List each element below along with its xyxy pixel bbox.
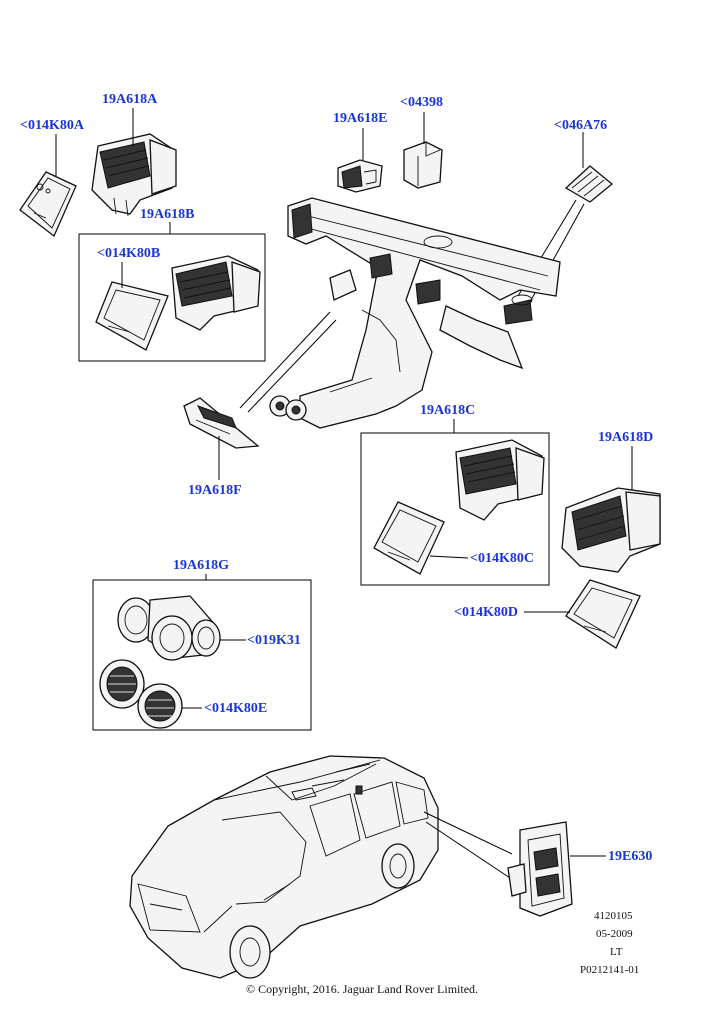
callout-19A618A[interactable]: 19A618A (102, 92, 158, 107)
vent-housing-19A618C[interactable] (455, 439, 545, 521)
diagram-date: 05-2009 (596, 928, 633, 940)
diagram-number: 4120105 (594, 910, 633, 922)
vent-bezel-014K80B[interactable] (95, 281, 169, 351)
dashboard-duct-assembly[interactable] (269, 197, 561, 429)
callout-014K80C[interactable]: <014K80C (470, 551, 534, 566)
vent-housing-19A618A[interactable] (91, 133, 177, 217)
vent-bezel-014K80D[interactable] (565, 579, 641, 649)
group-box-19A618C (360, 432, 550, 586)
callout-014K80E[interactable]: <014K80E (204, 701, 268, 716)
callout-19A618B[interactable]: 19A618B (140, 207, 195, 222)
vent-19A618F[interactable] (183, 397, 260, 449)
grille-046A76[interactable] (564, 165, 614, 203)
group-box-19A618B (78, 233, 266, 362)
callout-019K31[interactable]: <019K31 (247, 633, 301, 648)
callout-19A618G[interactable]: 19A618G (173, 558, 229, 573)
callout-014K80D[interactable]: <014K80D (454, 605, 518, 620)
copyright-notice: © Copyright, 2016. Jaguar Land Rover Lim… (245, 982, 479, 996)
clip-04398[interactable] (403, 141, 443, 189)
callout-19A618C[interactable]: 19A618C (420, 403, 476, 418)
callout-19A618E[interactable]: 19A618E (333, 111, 388, 126)
callout-04398[interactable]: <04398 (400, 95, 443, 110)
callout-19E630[interactable]: 19E630 (608, 849, 653, 864)
diagram-code: LT (610, 946, 623, 958)
callout-046A76[interactable]: <046A76 (554, 118, 608, 133)
group-box-19A618G (92, 579, 312, 731)
diagram-reference: P0212141-01 (580, 964, 640, 976)
vent-housing-19A618B[interactable] (171, 255, 261, 331)
callout-19A618F[interactable]: 19A618F (188, 483, 242, 498)
round-duct-019K31[interactable] (117, 595, 221, 661)
vehicle-illustration (129, 755, 439, 979)
callout-014K80B[interactable]: <014K80B (97, 246, 161, 261)
vent-housing-19A618D[interactable] (561, 487, 661, 573)
rear-vent-19E630[interactable] (507, 821, 573, 917)
round-vents-014K80E[interactable] (99, 659, 183, 729)
callout-014K80A[interactable]: <014K80A (20, 118, 84, 133)
vent-bezel-014K80A[interactable] (19, 171, 77, 238)
small-vent-19A618E[interactable] (337, 159, 383, 193)
callout-19A618D[interactable]: 19A618D (598, 430, 654, 445)
vent-bezel-014K80C[interactable] (373, 501, 445, 575)
